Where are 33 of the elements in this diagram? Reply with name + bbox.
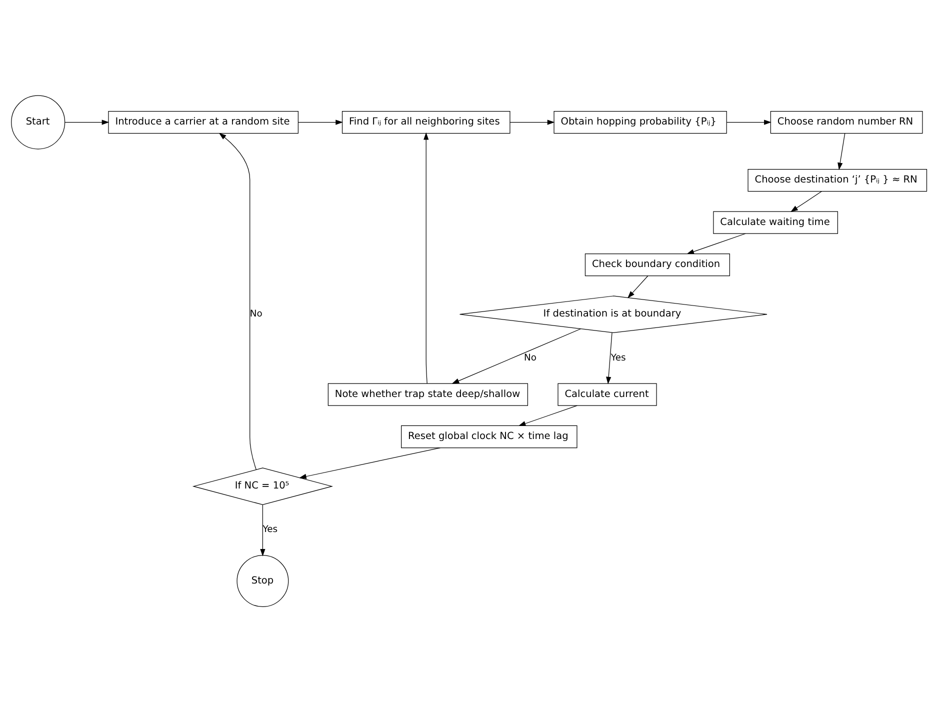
edge-label: Yes [262,524,278,536]
arrow [218,132,256,470]
arrow [298,120,343,125]
arrow [726,120,772,125]
node-box: Calculate current [558,383,657,406]
arrow [606,332,612,384]
node-box: Note whether trap state deep/shallow [328,383,528,406]
arrow [790,191,822,212]
node-diamond: If destination is at boundary [459,296,768,334]
arrow [686,233,746,254]
node-circle: Stop [236,555,289,607]
edge-label: No [524,352,537,364]
arrow [452,328,581,384]
arrow [510,120,555,125]
node-box: Calculate waiting time [713,211,838,234]
node-box: Choose destination ‘j’ {Pᵢⱼ } ≈ RN [748,169,928,192]
arrow [628,276,648,298]
node-box: Find Γᵢⱼ for all neighboring sites [342,110,510,134]
arrow [299,448,441,479]
node-box: Choose random number RN [770,110,923,134]
node-box: Obtain hopping probability {Pᵢⱼ} [554,110,727,134]
node-circle: Start [11,95,66,150]
arrow [518,405,578,426]
node-box: Check boundary condition [584,253,730,276]
arrow [260,504,266,556]
edge-label: No [250,308,262,320]
arrow [64,120,110,125]
arrow [838,133,846,170]
edge-label: Yes [610,352,626,364]
node-box: Reset global clock NC × time lag [401,425,578,448]
arrow [424,132,429,384]
node-box: Introduce a carrier at a random site [108,110,298,134]
node-diamond: If NC = 10⁵ [192,468,334,505]
